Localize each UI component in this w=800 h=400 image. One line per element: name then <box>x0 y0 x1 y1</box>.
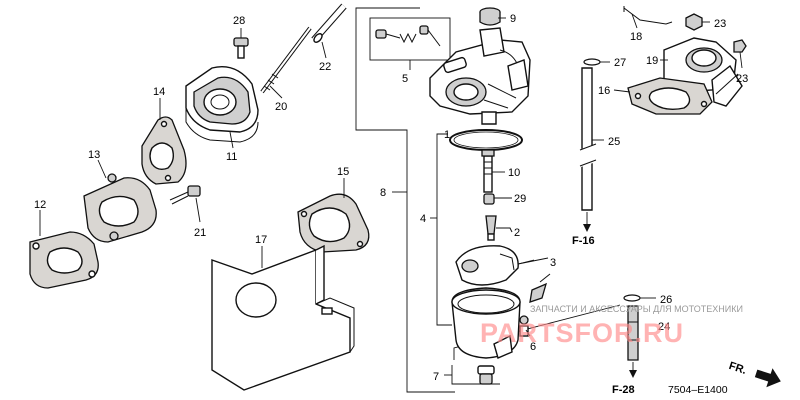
callout-1: 1 <box>444 129 450 141</box>
callout-11: 11 <box>226 151 237 163</box>
callout-12: 12 <box>34 199 46 211</box>
nozzle-10 <box>481 149 495 193</box>
callout-29: 29 <box>514 193 526 205</box>
callout-26: 26 <box>660 294 672 306</box>
callout-9: 9 <box>510 13 516 25</box>
leader-lines <box>39 13 743 337</box>
callout-21: 21 <box>194 227 206 239</box>
callout-25: 25 <box>608 136 620 148</box>
elbow-19 <box>663 37 743 107</box>
fuel-tube-25 <box>578 67 597 232</box>
drain-screw-6 <box>519 315 529 337</box>
insulator-11 <box>185 66 259 143</box>
gasket-14 <box>141 116 187 185</box>
callout-13: 13 <box>88 149 100 161</box>
watermark: ЗАПЧАСТИ И АКСЕССУАРЫ ДЛЯ МОТОТЕХНИКИ PA… <box>480 304 743 348</box>
bolt-28 <box>233 37 249 59</box>
callout-28: 28 <box>233 15 245 27</box>
callout-labels: 1 2 3 4 5 6 7 8 9 10 11 12 13 14 15 16 1… <box>34 13 748 383</box>
watermark-logo: PARTSFOR.RU <box>480 318 684 348</box>
callout-3: 3 <box>550 257 556 269</box>
clip-27 <box>583 58 601 66</box>
callout-19: 19 <box>646 55 658 67</box>
front-direction-arrow: FR. <box>727 360 781 388</box>
callout-14: 14 <box>153 86 165 98</box>
reference-f28: F-28 <box>612 384 635 396</box>
nut-23-right <box>733 39 747 53</box>
float-valve-2 <box>485 215 513 241</box>
float-chamber <box>451 273 551 359</box>
callout-6: 6 <box>530 341 536 353</box>
callout-4: 4 <box>420 213 426 225</box>
screw-set-5 <box>375 25 441 47</box>
float-3 <box>455 245 549 286</box>
o-ring-1 <box>449 129 523 151</box>
callout-7: 7 <box>433 371 439 383</box>
callout-15: 15 <box>337 166 349 178</box>
callout-17: 17 <box>255 234 267 246</box>
carburetor-body <box>429 27 531 125</box>
gasket-12 <box>29 231 99 289</box>
callout-10: 10 <box>508 167 520 179</box>
bolt-7 <box>477 365 495 385</box>
heat-shield-17 <box>211 244 355 391</box>
callout-24: 24 <box>658 321 670 333</box>
watermark-tagline: ЗАПЧАСТИ И АКСЕССУАРЫ ДЛЯ МОТОТЕХНИКИ <box>530 304 743 314</box>
part-code: 7504–E1400 <box>668 384 728 396</box>
insulator-13 <box>83 173 157 243</box>
gasket-16 <box>627 77 713 115</box>
callout-23-right: 23 <box>736 73 748 85</box>
assembly-brackets <box>355 7 621 393</box>
nut-23-top <box>685 13 703 31</box>
callout-8: 8 <box>380 187 386 199</box>
jet-29 <box>483 193 495 205</box>
stud-bolt-20 <box>260 26 312 94</box>
reference-f16: F-16 <box>572 235 595 247</box>
callout-5: 5 <box>402 73 408 85</box>
callout-20: 20 <box>275 101 287 113</box>
clip-26 <box>623 294 641 302</box>
rod-18 <box>623 6 673 25</box>
cap-9 <box>479 7 501 26</box>
callout-27: 27 <box>614 57 626 69</box>
callout-2: 2 <box>514 227 520 239</box>
callout-22: 22 <box>319 61 331 73</box>
callout-16: 16 <box>598 85 610 97</box>
gasket-15 <box>297 193 370 253</box>
callout-18: 18 <box>630 31 642 43</box>
direction-label: FR. <box>727 360 748 377</box>
callout-23-top: 23 <box>714 18 726 30</box>
bolt-21 <box>169 185 201 205</box>
choke-rod-22 <box>311 3 347 43</box>
fuel-tube-24 <box>627 305 639 378</box>
